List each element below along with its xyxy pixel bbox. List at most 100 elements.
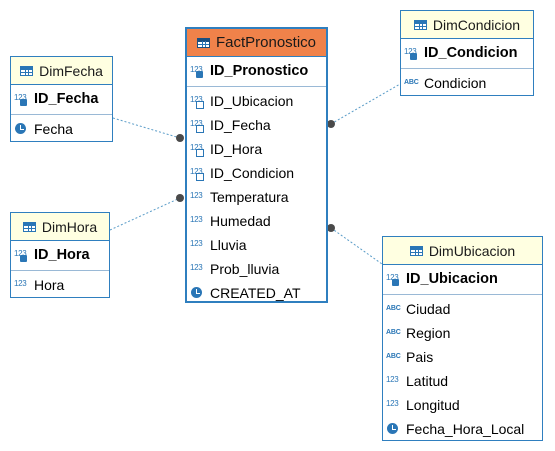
dim-condicion-table[interactable]: DimCondicion ID_Condicion Condicion (400, 10, 534, 96)
foreign-key-numeric-icon (190, 95, 207, 109)
text-column-icon (386, 351, 403, 363)
dim-condicion-header[interactable]: DimCondicion (401, 11, 533, 39)
column-name: ID_Pronostico (210, 63, 309, 79)
primary-key-column[interactable]: ID_Condicion (401, 39, 533, 67)
link-hora (109, 197, 181, 231)
table-title: DimHora (41, 218, 98, 235)
column-name: Latitud (406, 373, 449, 389)
column-row[interactable]: Condicion (401, 71, 533, 95)
column-name: CREATED_AT (210, 285, 301, 301)
column-name: Hora (34, 277, 65, 293)
table-title: FactPronostico (215, 34, 317, 51)
column-name: ID_Hora (34, 247, 90, 263)
table-icon (413, 19, 427, 30)
key-numeric-icon (386, 273, 403, 286)
numeric-column-icon (190, 215, 207, 227)
column-row[interactable]: ID_Fecha (187, 113, 326, 137)
clock-icon (190, 287, 207, 299)
dim-ubicacion-table[interactable]: DimUbicacion ID_Ubicacion Ciudad Region … (382, 236, 543, 441)
column-row[interactable]: Lluvia (187, 233, 326, 257)
dim-hora-header[interactable]: DimHora (11, 213, 109, 241)
numeric-column-icon (190, 239, 207, 251)
column-row[interactable]: ID_Hora (187, 137, 326, 161)
column-name: ID_Condicion (210, 165, 295, 181)
key-numeric-icon (190, 65, 207, 78)
column-name: ID_Ubicacion (406, 271, 498, 287)
fact-pronostico-table[interactable]: FactPronostico ID_Pronostico ID_Ubicacio… (185, 27, 328, 303)
table-icon (196, 37, 210, 48)
divider (187, 86, 326, 87)
dim-fecha-table[interactable]: DimFecha ID_Fecha Fecha (10, 56, 113, 142)
dim-ubicacion-header[interactable]: DimUbicacion (383, 237, 542, 265)
link-hora-dot (176, 194, 184, 202)
link-ubicacion (330, 227, 383, 265)
key-numeric-icon (404, 47, 421, 60)
primary-key-column[interactable]: ID_Hora (11, 241, 109, 269)
fact-pronostico-header[interactable]: FactPronostico (187, 29, 326, 57)
column-name: Fecha (34, 121, 73, 137)
column-name: ID_Condicion (424, 45, 518, 61)
table-icon (20, 65, 34, 76)
column-row[interactable]: CREATED_AT (187, 281, 326, 305)
column-name: Ciudad (406, 301, 451, 317)
column-row[interactable]: Humedad (187, 209, 326, 233)
column-name: Longitud (406, 397, 460, 413)
table-icon (22, 221, 36, 232)
link-condicion (330, 83, 401, 125)
column-row[interactable]: ID_Condicion (187, 161, 326, 185)
link-fecha-dot (176, 134, 184, 142)
clock-icon (14, 123, 31, 135)
link-condicion-dot (327, 120, 335, 128)
dim-fecha-header[interactable]: DimFecha (11, 57, 112, 85)
table-icon (409, 245, 423, 256)
column-row[interactable]: Fecha_Hora_Local (383, 417, 542, 441)
column-name: Humedad (210, 213, 271, 229)
column-row[interactable]: Hora (11, 273, 109, 297)
column-name: Condicion (424, 75, 487, 91)
divider (383, 294, 542, 295)
primary-key-column[interactable]: ID_Ubicacion (383, 265, 542, 293)
column-row[interactable]: Pais (383, 345, 542, 369)
numeric-column-icon (14, 279, 31, 291)
column-name: ID_Ubicacion (210, 93, 294, 109)
column-row[interactable]: Region (383, 321, 542, 345)
column-row[interactable]: ID_Ubicacion (187, 89, 326, 113)
column-name: Fecha_Hora_Local (406, 421, 525, 437)
numeric-column-icon (386, 375, 403, 387)
text-column-icon (404, 77, 421, 89)
column-row[interactable]: Longitud (383, 393, 542, 417)
column-name: Temperatura (210, 189, 289, 205)
foreign-key-numeric-icon (190, 119, 207, 133)
clock-icon (386, 423, 403, 435)
column-name: ID_Fecha (34, 91, 99, 107)
column-name: Lluvia (210, 237, 247, 253)
column-name: Region (406, 325, 451, 341)
divider (401, 68, 533, 69)
link-ubicacion-dot (327, 224, 335, 232)
column-name: Pais (406, 349, 434, 365)
column-row[interactable]: Fecha (11, 117, 112, 141)
numeric-column-icon (190, 191, 207, 203)
numeric-column-icon (190, 263, 207, 275)
link-fecha (112, 117, 181, 139)
foreign-key-numeric-icon (190, 167, 207, 181)
foreign-key-numeric-icon (190, 143, 207, 157)
divider (11, 270, 109, 271)
column-row[interactable]: Temperatura (187, 185, 326, 209)
column-name: ID_Fecha (210, 117, 271, 133)
text-column-icon (386, 327, 403, 339)
table-title: DimUbicacion (428, 242, 516, 259)
primary-key-column[interactable]: ID_Fecha (11, 85, 112, 113)
primary-key-column[interactable]: ID_Pronostico (187, 57, 326, 85)
column-name: Prob_lluvia (210, 261, 280, 277)
key-numeric-icon (14, 249, 31, 262)
dim-hora-table[interactable]: DimHora ID_Hora Hora (10, 212, 110, 298)
table-title: DimFecha (39, 62, 103, 79)
column-row[interactable]: Ciudad (383, 297, 542, 321)
numeric-column-icon (386, 399, 403, 411)
key-numeric-icon (14, 93, 31, 106)
text-column-icon (386, 303, 403, 315)
column-row[interactable]: Prob_lluvia (187, 257, 326, 281)
column-row[interactable]: Latitud (383, 369, 542, 393)
